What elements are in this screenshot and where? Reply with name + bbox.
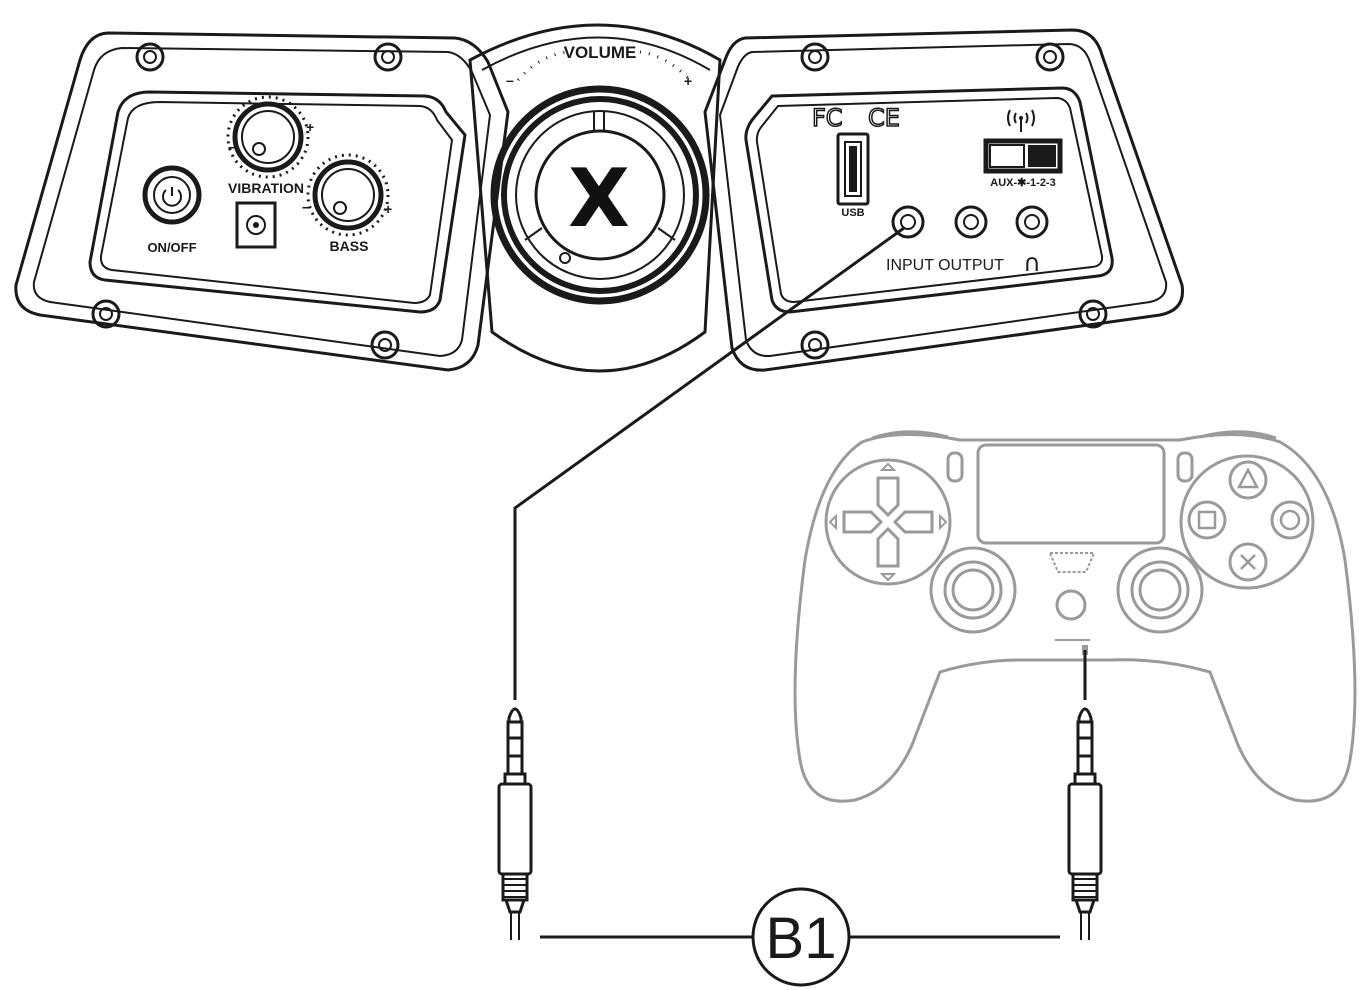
input-label: INPUT xyxy=(886,257,934,274)
circle-icon xyxy=(1270,500,1310,540)
vibration-knob[interactable] xyxy=(226,95,310,179)
plug-tip xyxy=(507,707,523,724)
ps-button xyxy=(1055,589,1087,621)
plug-strain-relief xyxy=(503,898,527,914)
cable-label-circle xyxy=(751,887,851,987)
screw xyxy=(1035,42,1065,72)
plug-body xyxy=(497,782,533,876)
plug-pin xyxy=(506,720,524,776)
volume-plus: + xyxy=(684,73,692,89)
screw xyxy=(370,330,400,360)
right-thumbstick xyxy=(1116,546,1204,634)
headphone-icon: ∩ xyxy=(1023,249,1041,277)
plug-tip xyxy=(1077,707,1093,724)
left-panel: ON/OFF – + VIBRATION – + BASS xyxy=(14,31,510,372)
cable-plug-left xyxy=(497,707,533,940)
cable-plug-right xyxy=(1067,707,1103,940)
plug-body xyxy=(1067,782,1103,876)
right-panel: FC CE USB AUX-✱-1-2-3 INPUT OUTPU xyxy=(703,28,1185,372)
plug-strain-relief xyxy=(1073,898,1097,914)
volume-dial-housing: VOLUME – + xyxy=(468,23,722,373)
bass-minus: – xyxy=(302,199,311,216)
triangle-icon xyxy=(1228,460,1268,500)
bass-knob[interactable] xyxy=(306,153,390,237)
volume-label: VOLUME xyxy=(564,43,637,62)
wireless-icon xyxy=(1007,109,1035,132)
output-jack[interactable] xyxy=(954,205,988,239)
power-icon xyxy=(162,187,182,207)
screw xyxy=(91,299,121,329)
ce-mark: CE xyxy=(868,104,900,132)
usb-port[interactable] xyxy=(836,132,870,206)
power-button[interactable] xyxy=(142,165,202,225)
touchpad xyxy=(976,443,1166,545)
cross-icon xyxy=(1228,542,1268,582)
vibration-minus: – xyxy=(228,139,237,156)
fcc-mark: FC xyxy=(812,104,843,132)
audio-cable xyxy=(513,226,1087,700)
power-label: ON/OFF xyxy=(147,240,196,255)
usb-label: USB xyxy=(841,207,864,219)
volume-knob[interactable] xyxy=(490,85,710,305)
bass-plus: + xyxy=(384,201,392,217)
mode-switch-label: AUX-✱-1-2-3 xyxy=(990,177,1055,189)
left-thumbstick xyxy=(929,546,1017,634)
screw xyxy=(373,42,403,72)
vibration-label: VIBRATION xyxy=(228,180,304,196)
input-jack[interactable] xyxy=(891,205,925,239)
vibration-plus: + xyxy=(306,119,314,135)
output-label: OUTPUT xyxy=(938,257,1004,274)
cable-label: B1 xyxy=(766,906,837,971)
bass-label: BASS xyxy=(330,238,369,254)
screw xyxy=(135,42,165,72)
game-controller xyxy=(793,430,1357,803)
screw xyxy=(800,42,830,72)
screw xyxy=(1078,299,1108,329)
mode-switch[interactable] xyxy=(983,138,1063,174)
screw xyxy=(800,330,830,360)
square-icon xyxy=(1187,500,1227,540)
dc-power-jack[interactable] xyxy=(235,201,277,249)
headphone-jack[interactable] xyxy=(1015,205,1049,239)
volume-minus: – xyxy=(506,72,514,88)
dpad-icon xyxy=(824,458,952,586)
plug-pin xyxy=(1076,720,1094,776)
brand-logo: X xyxy=(568,152,630,245)
